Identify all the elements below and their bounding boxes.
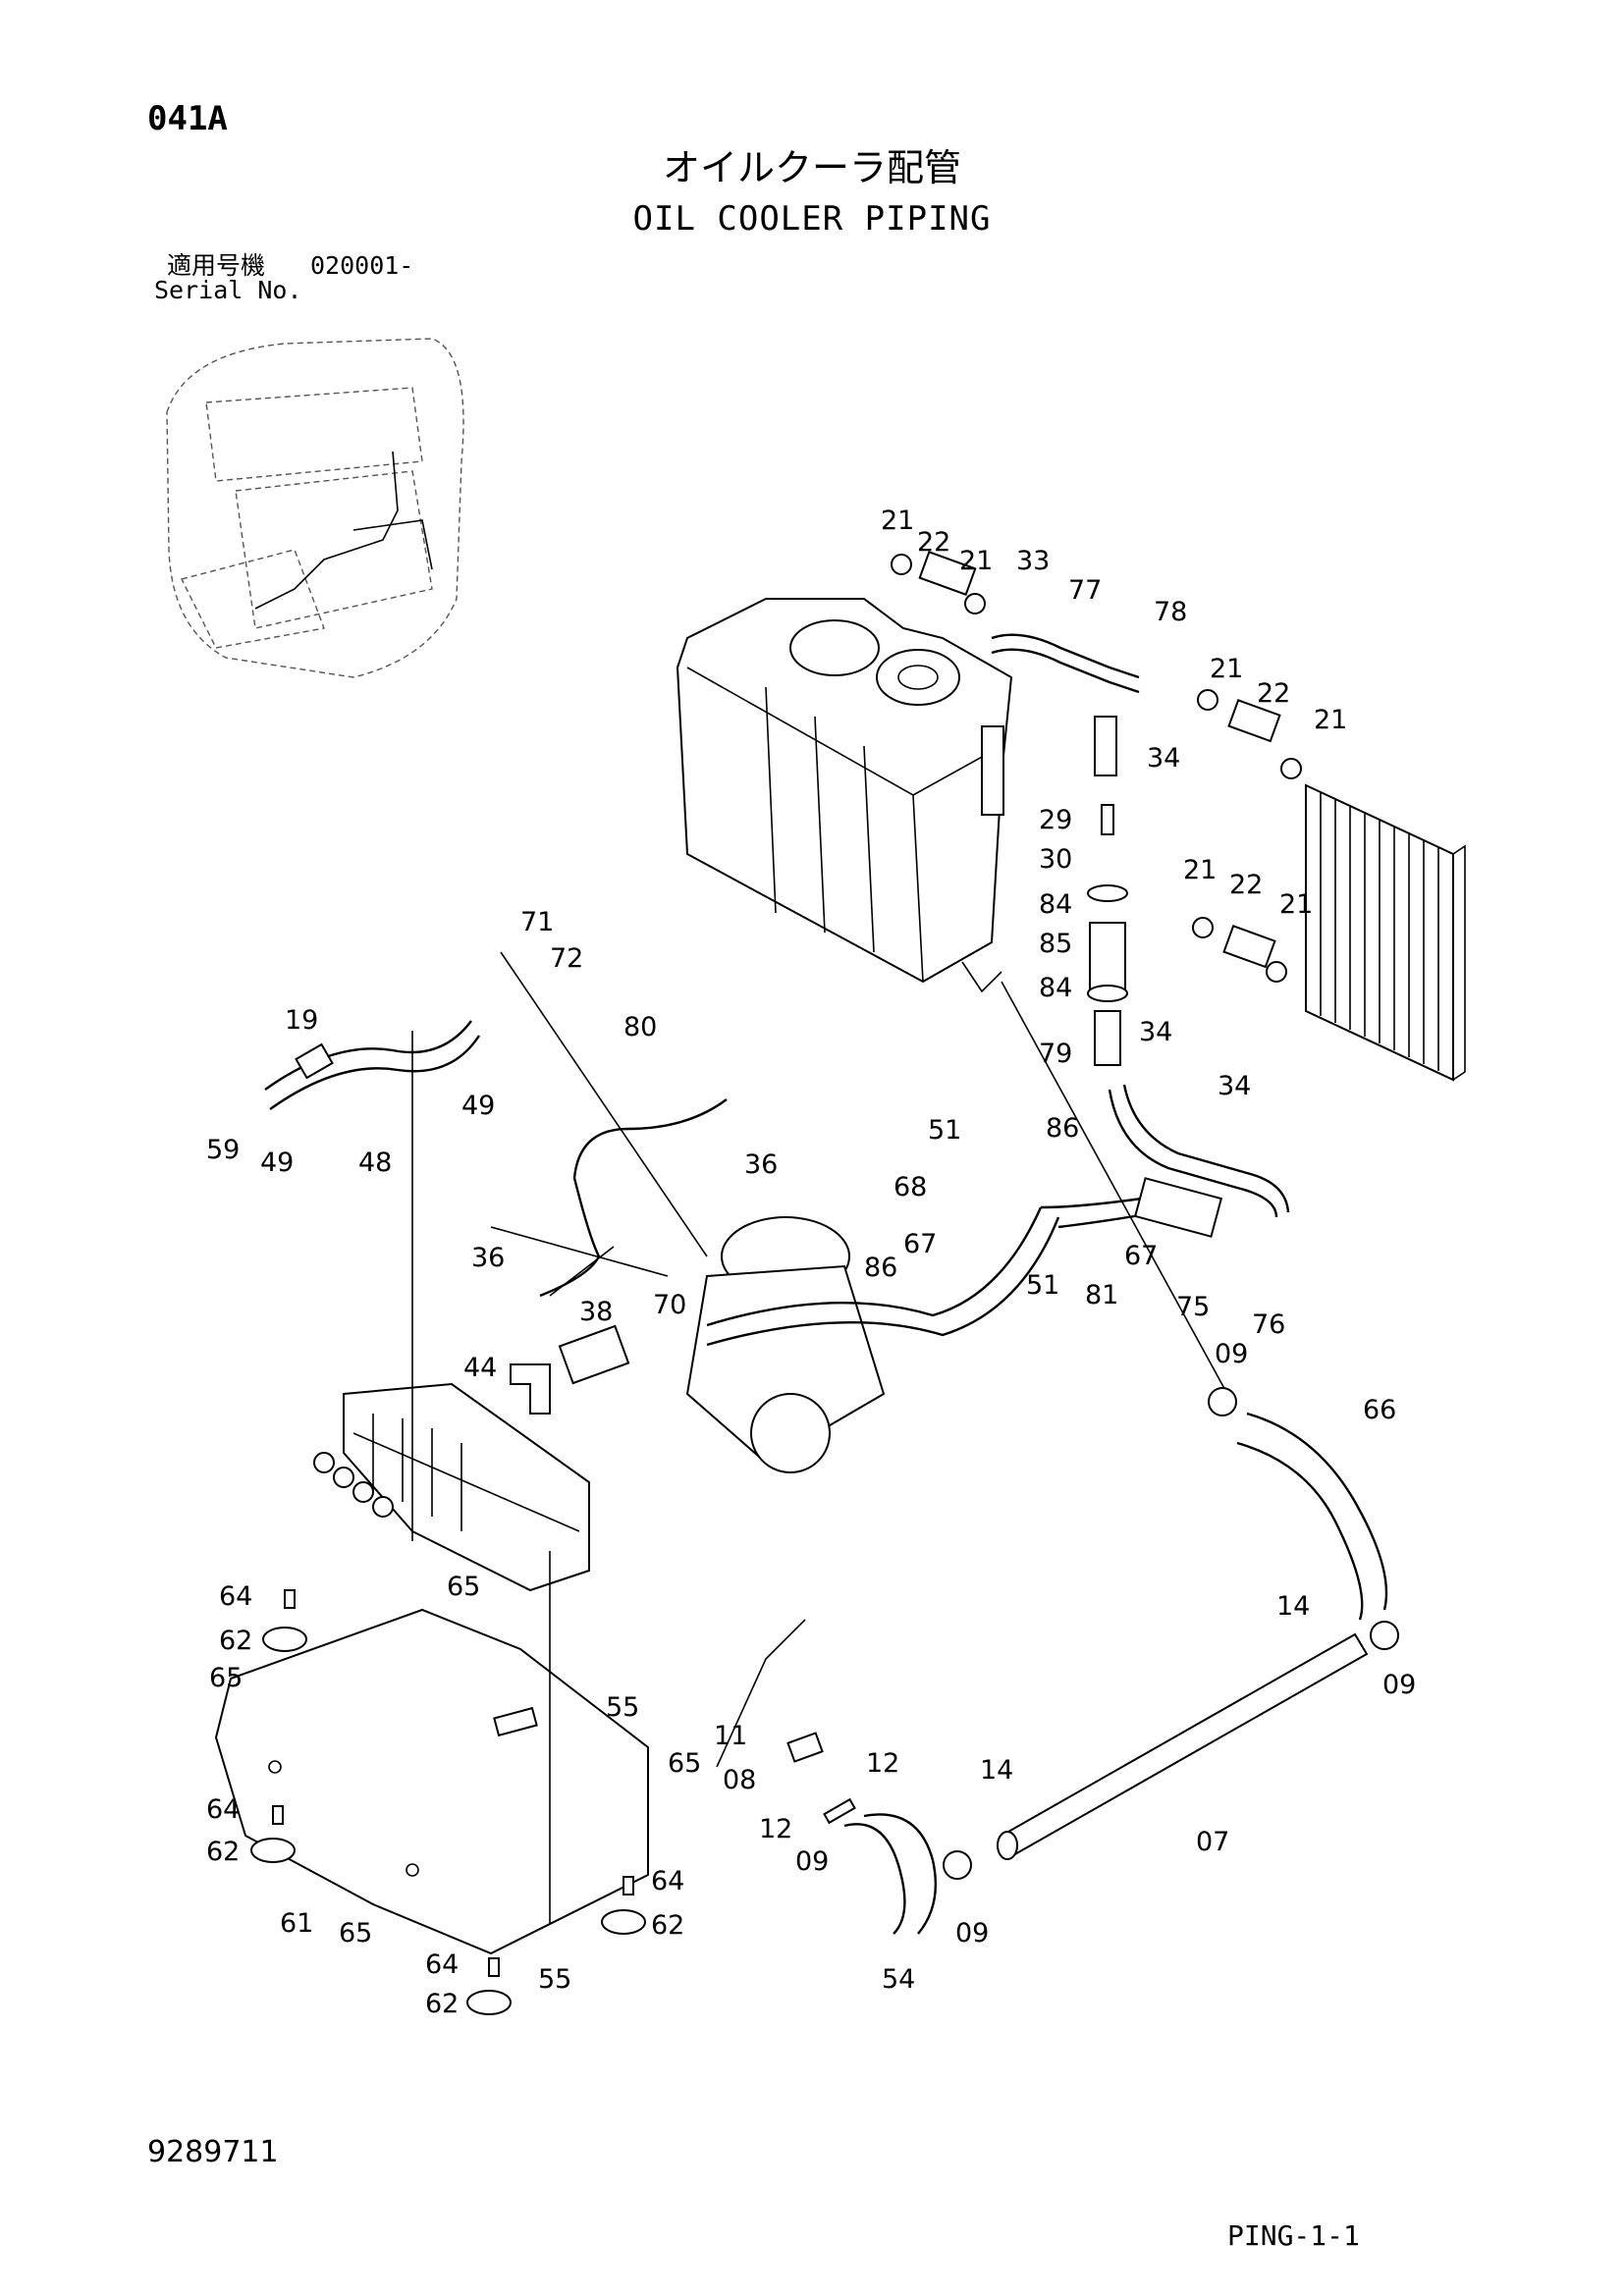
callout-21: 21 [1279, 889, 1313, 920]
callout-66: 66 [1363, 1395, 1396, 1425]
callout-14: 14 [1276, 1591, 1310, 1622]
callout-14: 14 [980, 1755, 1013, 1786]
callout-55: 55 [606, 1692, 639, 1723]
callout-38: 38 [579, 1297, 613, 1327]
lower-right-piping [843, 1412, 1388, 1935]
callout-86: 86 [864, 1253, 897, 1283]
callout-81: 81 [1085, 1280, 1118, 1310]
callout-68: 68 [893, 1172, 927, 1202]
callout-55: 55 [538, 1964, 571, 1995]
callout-08: 08 [723, 1765, 756, 1795]
callout-34: 34 [1139, 1017, 1172, 1047]
callout-30: 30 [1039, 844, 1072, 875]
callout-51: 51 [928, 1115, 961, 1146]
callout-65: 65 [447, 1572, 480, 1602]
callout-59: 59 [206, 1135, 240, 1165]
callout-78: 78 [1154, 597, 1187, 627]
hydraulic-tank [676, 598, 1013, 993]
callout-09: 09 [955, 1918, 989, 1949]
callout-64: 64 [219, 1581, 252, 1612]
left-hoses [264, 1020, 728, 1298]
callout-22: 22 [1229, 870, 1263, 900]
callout-67: 67 [903, 1229, 937, 1259]
machine-overview-thumbnail [166, 338, 464, 678]
serial-label-japanese: 適用号機 [167, 251, 266, 280]
title-english: OIL COOLER PIPING [632, 199, 992, 239]
callout-62: 62 [651, 1910, 684, 1941]
callout-34: 34 [1147, 743, 1180, 774]
callout-72: 72 [550, 943, 583, 974]
callout-64: 64 [651, 1866, 684, 1896]
upper-piping [891, 551, 1302, 1218]
title-japanese: オイルクーラ配管 [662, 146, 961, 189]
callout-85: 85 [1039, 929, 1072, 959]
callout-51: 51 [1026, 1270, 1059, 1301]
callout-44: 44 [463, 1353, 497, 1383]
pump-assembly [510, 1177, 1223, 1473]
callout-65: 65 [668, 1748, 701, 1779]
callout-48: 48 [358, 1148, 392, 1178]
callout-36: 36 [744, 1149, 778, 1180]
callout-65: 65 [339, 1918, 372, 1949]
callout-19: 19 [285, 1005, 318, 1036]
callout-07: 07 [1196, 1827, 1229, 1857]
callout-65: 65 [209, 1663, 243, 1693]
callout-70: 70 [653, 1290, 686, 1320]
callout-09: 09 [1382, 1670, 1416, 1700]
callout-11: 11 [714, 1721, 747, 1751]
callout-71: 71 [520, 907, 554, 937]
page-code: 041A [147, 99, 228, 138]
callout-75: 75 [1176, 1292, 1210, 1322]
control-valve [313, 1382, 590, 1592]
callout-29: 29 [1039, 805, 1072, 835]
callout-62: 62 [425, 1989, 459, 2019]
callout-12: 12 [866, 1748, 899, 1779]
callout-34: 34 [1218, 1071, 1251, 1101]
callout-84: 84 [1039, 973, 1072, 1003]
callout-09: 09 [795, 1846, 829, 1877]
callout-49: 49 [260, 1148, 294, 1178]
callout-62: 62 [206, 1837, 240, 1867]
callout-21: 21 [1210, 654, 1243, 684]
callout-76: 76 [1252, 1309, 1285, 1340]
sheet-id: PING-1-1 [1227, 2219, 1360, 2252]
document-number: 9289711 [147, 2135, 279, 2169]
callout-77: 77 [1068, 575, 1102, 606]
callout-labels: 21 22 21 33 77 78 21 22 21 34 29 30 84 8… [206, 506, 1416, 2019]
callout-64: 64 [425, 1949, 459, 1980]
callout-09: 09 [1215, 1339, 1248, 1369]
callout-64: 64 [206, 1794, 240, 1825]
serial-label-english: Serial No. [154, 276, 302, 304]
leader-lines [411, 951, 1228, 1924]
callout-61: 61 [280, 1908, 313, 1939]
callout-49: 49 [461, 1091, 495, 1121]
oil-cooler [1305, 783, 1466, 1082]
serial-value: 020001- [310, 251, 414, 280]
callout-79: 79 [1039, 1039, 1072, 1069]
callout-22: 22 [1257, 678, 1290, 709]
callout-36: 36 [471, 1243, 505, 1273]
callout-33: 33 [1016, 546, 1050, 576]
callout-80: 80 [623, 1012, 657, 1042]
callout-86: 86 [1046, 1113, 1079, 1144]
callout-62: 62 [219, 1626, 252, 1656]
callout-21: 21 [1314, 705, 1347, 735]
callout-12: 12 [759, 1814, 792, 1844]
callout-21: 21 [959, 546, 993, 576]
callout-84: 84 [1039, 889, 1072, 920]
callout-21: 21 [881, 506, 914, 536]
callout-54: 54 [882, 1964, 915, 1995]
callout-21: 21 [1183, 855, 1217, 885]
undercover-plate [214, 1608, 649, 1955]
callout-67: 67 [1124, 1241, 1158, 1271]
hardware-bolts [250, 1387, 1399, 2015]
callout-22: 22 [917, 527, 950, 558]
